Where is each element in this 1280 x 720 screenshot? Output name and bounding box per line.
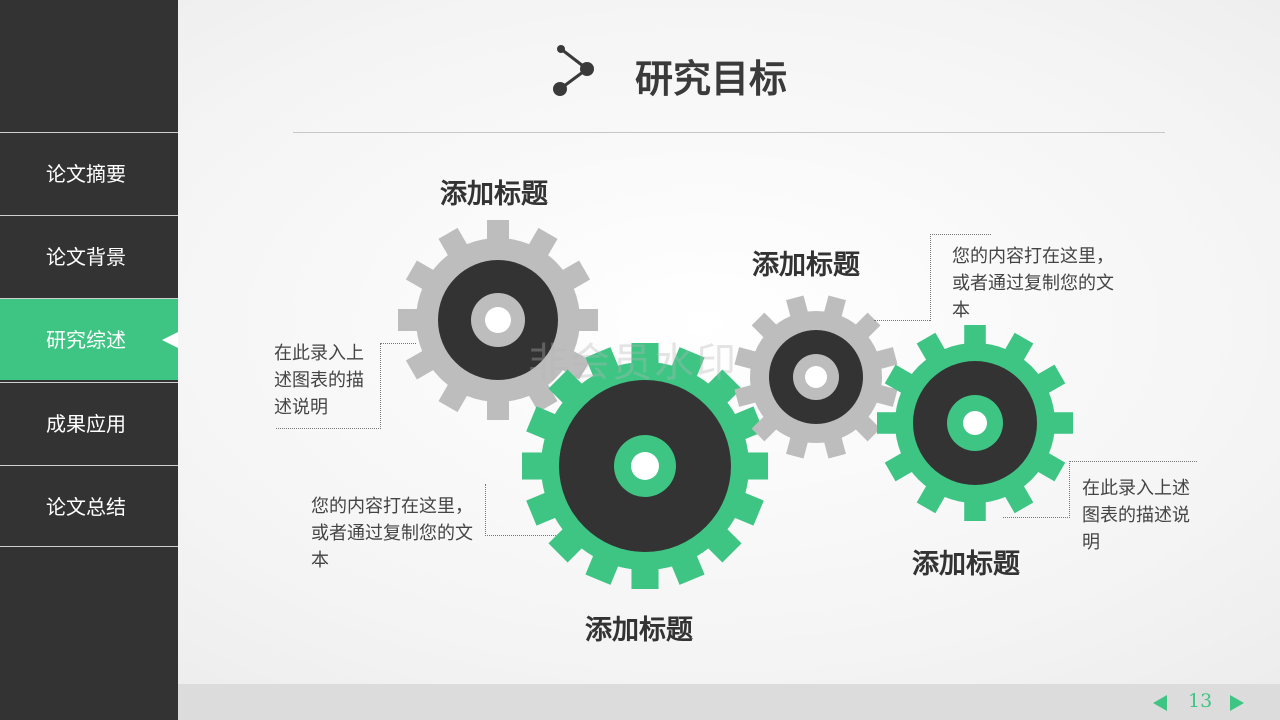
gear-tooth	[548, 369, 586, 407]
gear-tooth	[964, 325, 986, 349]
page-number: 13	[1188, 690, 1213, 712]
page-title: 研究目标	[635, 57, 788, 101]
sidebar-item-label: 论文背景	[46, 245, 126, 269]
watermark: 非会员水印	[528, 340, 738, 386]
footer-bar	[178, 684, 1280, 720]
gear-tooth	[964, 497, 986, 521]
gear-4-text: 在此录入上述图表的描述说明	[1082, 478, 1190, 553]
gear-hole	[805, 366, 827, 388]
sidebar-item-label: 研究综述	[46, 328, 126, 352]
sidebar-item-abstract[interactable]: 论文摘要	[0, 132, 178, 214]
gear-1-heading: 添加标题	[440, 179, 548, 210]
gear-3-icon	[734, 295, 898, 459]
gear-tooth	[704, 525, 742, 563]
gear-tooth	[487, 396, 509, 420]
leader-line-4b	[1069, 461, 1197, 462]
gear-2-heading: 添加标题	[585, 615, 693, 646]
sidebar-item-label: 论文摘要	[46, 162, 126, 186]
prev-page-icon[interactable]	[1153, 695, 1167, 711]
gear-2-text: 您的内容打在这里，或者通过复制您的文本	[311, 496, 473, 571]
gear-2-icon	[522, 343, 768, 589]
gear-hole	[631, 452, 659, 480]
gear-hole	[963, 411, 987, 435]
leader-line-1b	[380, 343, 416, 344]
gear-tooth	[398, 309, 422, 331]
sidebar-item-review[interactable]: 研究综述	[0, 298, 178, 380]
gear-3-heading: 添加标题	[752, 250, 860, 281]
sidebar-item-summary[interactable]: 论文总结	[0, 465, 178, 547]
gear-tooth	[487, 220, 509, 244]
next-page-icon[interactable]	[1230, 695, 1244, 711]
gear-4-icon	[877, 325, 1073, 521]
gear-tooth	[548, 525, 586, 563]
share-nodes-icon	[553, 45, 594, 96]
gear-tooth	[1049, 412, 1073, 434]
leader-line-3b	[930, 234, 991, 321]
title-divider	[293, 132, 1165, 133]
gear-3-text: 您的内容打在这里，或者通过复制您的文本	[952, 246, 1114, 321]
sidebar-item-background[interactable]: 论文背景	[0, 215, 178, 297]
gear-4-heading: 添加标题	[912, 549, 1020, 580]
leader-line-1	[276, 343, 381, 429]
gear-tooth	[574, 309, 598, 331]
gear-1-icon	[398, 220, 598, 420]
gear-tooth	[522, 452, 547, 480]
gear-1-text: 在此录入上述图表的描述说明	[274, 343, 364, 418]
sidebar-item-label: 成果应用	[46, 412, 126, 436]
leader-line-4	[1003, 461, 1070, 518]
sidebar: 论文摘要 论文背景 研究综述 成果应用 论文总结	[0, 0, 178, 720]
gear-tooth	[743, 452, 768, 480]
active-pointer-icon	[162, 332, 178, 348]
leader-line-3	[874, 234, 930, 321]
gear-tooth	[877, 412, 901, 434]
gear-hole	[485, 307, 511, 333]
gear-tooth	[704, 369, 742, 407]
leader-line-2	[485, 484, 556, 536]
sidebar-item-application[interactable]: 成果应用	[0, 382, 178, 464]
sidebar-item-label: 论文总结	[46, 495, 126, 519]
